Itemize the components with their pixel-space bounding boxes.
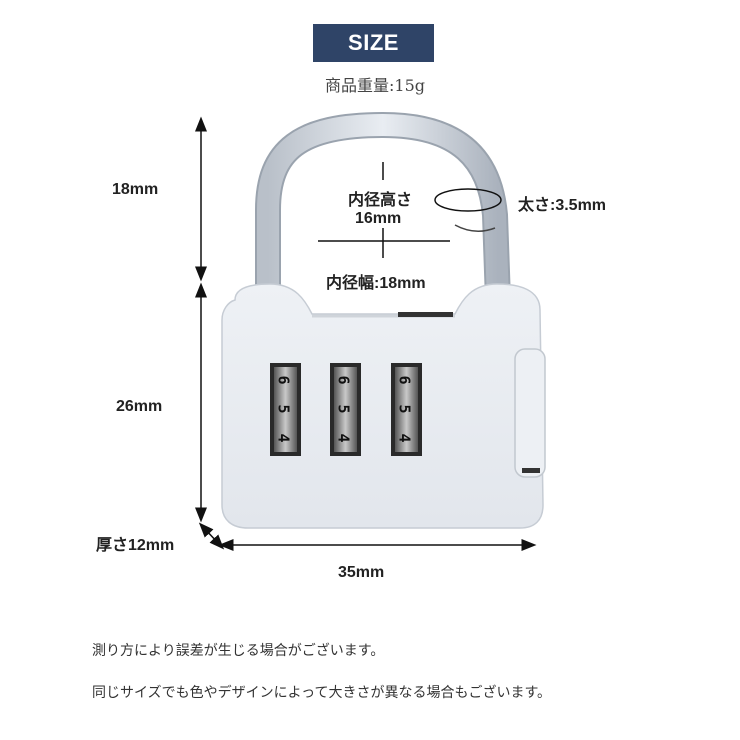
dial-digit: 4 [334, 433, 353, 443]
wire-thickness-label: 太さ:3.5mm [518, 197, 607, 214]
dial-digit: 6 [334, 375, 353, 385]
product-weight: 商品重量:15g [325, 76, 425, 95]
wire-thickness-marker [434, 188, 502, 212]
dial-digit: 4 [395, 433, 414, 443]
width-label: 35mm [338, 564, 385, 581]
dial-1 [270, 363, 301, 456]
dial-2-digits[interactable]: 6 5 4 [330, 363, 361, 456]
thickness-label: 厚さ12mm [96, 537, 175, 554]
inner-height-label: 内径高さ [348, 192, 413, 209]
dial-3 [391, 363, 422, 456]
dial-digit: 5 [334, 404, 353, 414]
note-measurement-error: 測り方により誤差が生じる場合がございます。 [92, 643, 385, 659]
body-height-label: 26mm [116, 398, 163, 415]
shackle [255, 111, 511, 313]
inner-width-label: 内径幅:18mm [326, 275, 426, 292]
thickness-arrow [198, 522, 225, 550]
dial-digit: 5 [395, 404, 414, 414]
dial-digit: 6 [274, 375, 293, 385]
inner-height-value: 16mm [355, 210, 402, 227]
combination-dials [270, 363, 422, 456]
dial-digit: 6 [395, 375, 414, 385]
dial-digit: 4 [274, 433, 293, 443]
lock-body [221, 283, 546, 529]
dial-2 [330, 363, 361, 456]
inner-dimension-lines [318, 162, 450, 258]
shackle-height-label: 18mm [112, 181, 159, 198]
note-size-variation: 同じサイズでも色やデザインによって大きさが異なる場合もございます。 [92, 685, 552, 701]
dial-3-digits[interactable]: 6 5 4 [391, 363, 422, 456]
dial-1-digits[interactable]: 6 5 4 [270, 363, 301, 456]
size-badge: SIZE [313, 24, 434, 62]
dial-digit: 5 [274, 404, 293, 414]
